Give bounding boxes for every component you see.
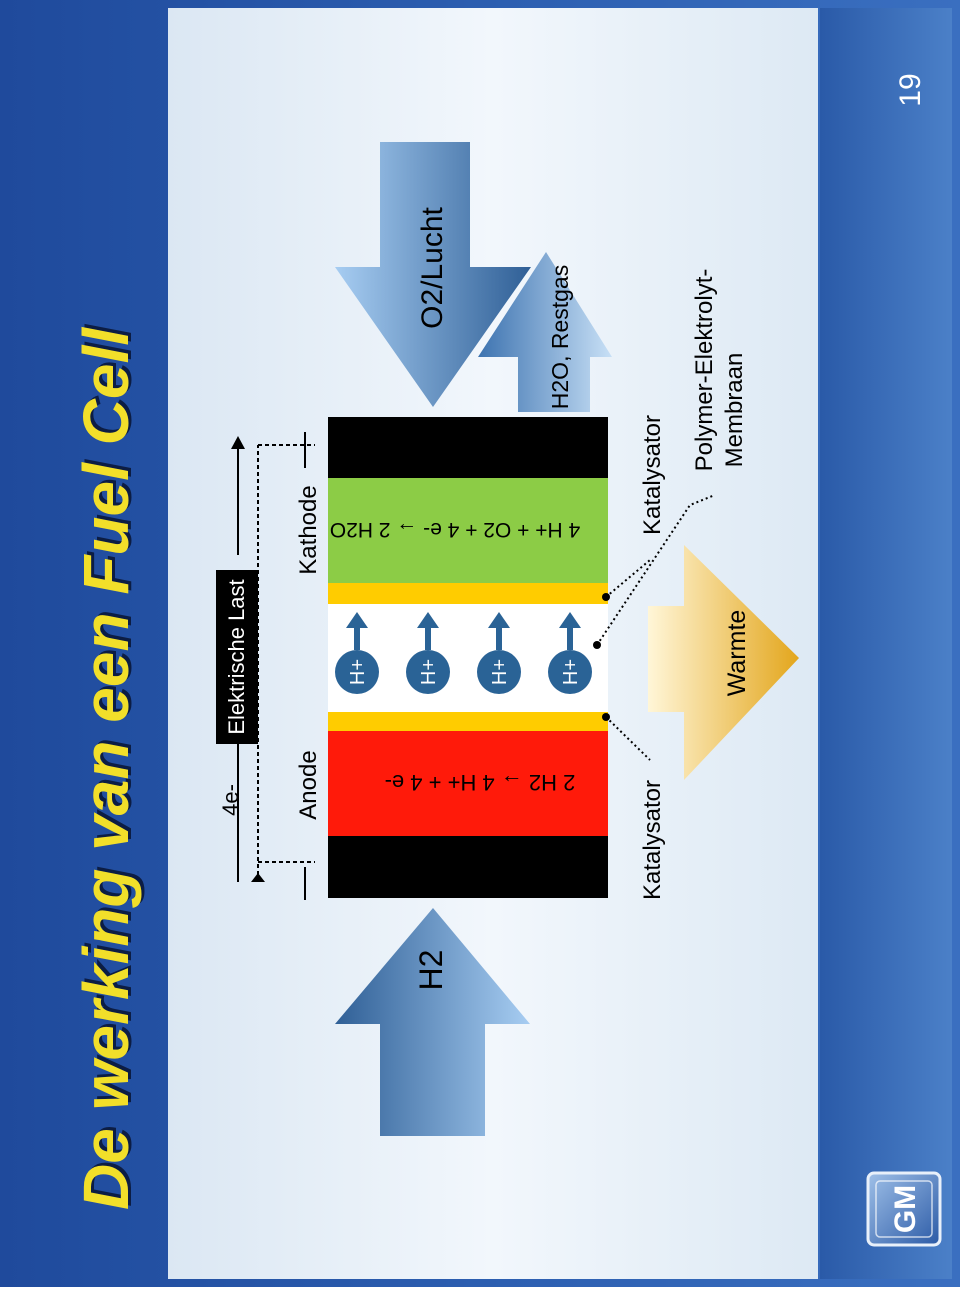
membrane-label: Polymer-Elektrolyt-: [691, 269, 718, 472]
oxygen-label: O2/Lucht: [416, 206, 449, 328]
cathode-layer: [328, 478, 608, 583]
proton-group: H+ H+ H+ H+: [335, 612, 592, 694]
anode-end-plate: [328, 836, 608, 898]
proton-label: H+: [418, 659, 440, 685]
right-strip: [820, 8, 952, 1279]
cathode-catalyst-layer: [328, 583, 608, 604]
slide-title: De werking van een Fuel Cell: [73, 324, 145, 1207]
proton-label: H+: [489, 659, 511, 685]
anode-layer: [328, 731, 608, 836]
slide-title: De werking van een Fuel Cell: [70, 327, 142, 1210]
gm-logo-icon: GM: [866, 1171, 942, 1247]
proton-3: H+: [477, 612, 521, 694]
kathode-label: Kathode: [295, 485, 322, 574]
load-label: Elektrische Last: [224, 579, 249, 734]
membrane-label-2: Membraan: [721, 353, 748, 468]
electrons-label: 4e-: [218, 784, 243, 816]
leader-lines: [593, 494, 716, 761]
proton-label: H+: [347, 659, 369, 685]
heat-label: Warmte: [723, 610, 751, 697]
oxygen-inlet-arrow: [335, 142, 531, 407]
hydrogen-label: H2: [413, 950, 449, 991]
heat-arrow: [648, 545, 799, 780]
arrow-icon: [231, 436, 265, 882]
catalyst-label-right: Katalysator: [639, 415, 666, 535]
anode-catalyst-layer: [328, 712, 608, 731]
proton-label: H+: [560, 659, 582, 685]
hydrogen-inlet-arrow: [335, 908, 530, 1136]
catalyst-label-left: Katalysator: [639, 780, 666, 900]
anode-reaction: 2 H2 → 4 H+ + 4 e-: [385, 770, 576, 795]
cathode-reaction: 4 H+ + O2 + 4 e- → 2 H2O: [330, 518, 580, 541]
page-number: 19: [894, 73, 927, 106]
fuel-cell-stack: [328, 417, 608, 898]
anode-label: Anode: [295, 750, 322, 819]
logo-text: GM: [889, 1185, 922, 1233]
proton-4: H+: [548, 612, 592, 694]
exhaust-label: H2O, Restgas: [547, 265, 573, 409]
electrical-load-box: [216, 570, 258, 744]
cathode-end-plate: [328, 417, 608, 478]
exhaust-arrow: [478, 252, 612, 412]
proton-2: H+: [406, 612, 450, 694]
proton-1: H+: [335, 612, 379, 694]
